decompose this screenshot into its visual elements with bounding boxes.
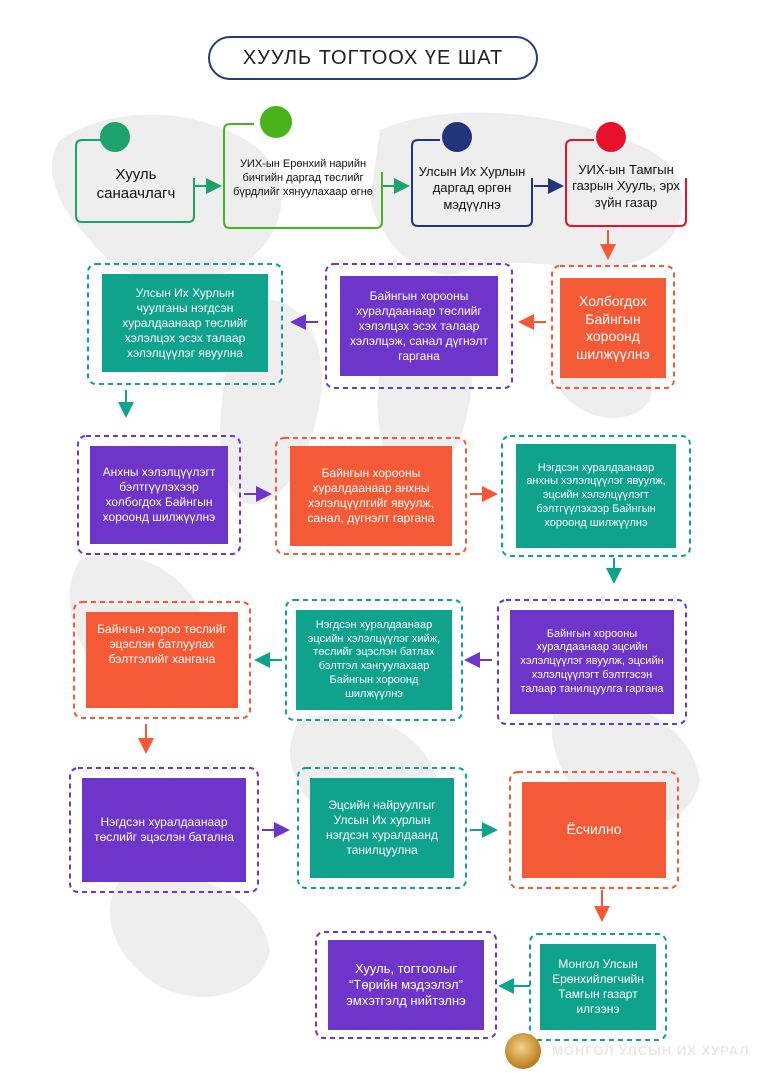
top-step-speaker bbox=[410, 138, 534, 228]
top-step-initiator bbox=[74, 138, 196, 224]
step-ratify-label: Ёсчилно bbox=[522, 782, 666, 878]
step-plenary-final-reading-label: Нэгдсэн хуралдаанаар эцсийн хэлэлцүүлэг … bbox=[296, 610, 452, 710]
step-plenary-discuss-label: Улсын Их Хурлын чуулганы нэгдсэн хуралда… bbox=[102, 274, 268, 372]
step-first-reading-transfer: Анхны хэлэлцүүлэгт бэлтгүүлэхээр холбогд… bbox=[76, 434, 242, 556]
top-step-secretary bbox=[222, 122, 384, 230]
step-ratify: Ёсчилно bbox=[508, 770, 680, 890]
step-first-reading-transfer-label: Анхны хэлэлцүүлэгт бэлтгүүлэхээр холбогд… bbox=[90, 446, 228, 544]
navy-dot bbox=[442, 122, 472, 152]
lime-dot bbox=[260, 106, 292, 138]
step-plenary-approve-label: Нэгдсэн хуралдаанаар төслийг эцэслэн бат… bbox=[82, 778, 246, 882]
top-step-legal bbox=[564, 138, 688, 228]
step-final-wording-label: Эцсийн найруулгыг Улсын Их хурлын нэгдсэ… bbox=[310, 778, 454, 878]
step-committee-prepare-final-label: Байнгын хороо төслийг эцэслэн батлуулах … bbox=[86, 612, 238, 708]
step-final-wording: Эцсийн найруулгыг Улсын Их хурлын нэгдсэ… bbox=[296, 766, 468, 890]
step-send-president-label: Монгол Улсын Ерөнхийлөгчийн Тамгын газар… bbox=[540, 944, 656, 1030]
step-plenary-approve: Нэгдсэн хуралдаанаар төслийг эцэслэн бат… bbox=[68, 766, 260, 894]
page-title: ХУУЛЬ ТОГТООХ ҮЕ ШАТ bbox=[208, 36, 538, 80]
step-committee-discuss: Байнгын хорооны хуралдаанаар төслийг хэл… bbox=[324, 262, 514, 390]
step-transfer-committee-label: Холбогдох Байнгын хороонд шилжүүлнэ bbox=[560, 278, 666, 378]
step-publish: Хууль, тогтоолыг “Төрийн мэдээлэл” эмхэт… bbox=[314, 930, 498, 1040]
top-step-2-label: УИХ-ын Ерөнхий нарийн бичгийн даргад төс… bbox=[233, 158, 373, 198]
step-transfer-committee: Холбогдох Байнгын хороонд шилжүүлнэ bbox=[550, 264, 676, 390]
step-plenary-first-reading-label: Нэгдсэн хуралдаанаар анхны хэлэлцүүлэг я… bbox=[516, 444, 676, 548]
step-committee-first-reading: Байнгын хорооны хуралдаанаар анхны хэлэл… bbox=[274, 436, 468, 556]
step-publish-label: Хууль, тогтоолыг “Төрийн мэдээлэл” эмхэт… bbox=[328, 940, 484, 1030]
parliament-emblem-icon bbox=[505, 1033, 541, 1069]
step-plenary-first-reading: Нэгдсэн хуралдаанаар анхны хэлэлцүүлэг я… bbox=[500, 434, 692, 558]
step-committee-final-reading-label: Байнгын хорооны хуралдаанаар эцсийн хэлэ… bbox=[510, 610, 674, 714]
step-send-president: Монгол Улсын Ерөнхийлөгчийн Тамгын газар… bbox=[528, 932, 668, 1042]
footer-title: МОНГОЛ УЛСЫН ИХ ХУРАЛ bbox=[552, 1043, 750, 1058]
top-step-4-label: УИХ-ын Тамгын газрын Хууль, эрх зүйн газ… bbox=[572, 162, 680, 210]
step-committee-prepare-final: Байнгын хороо төслийг эцэслэн батлуулах … bbox=[72, 600, 252, 720]
step-plenary-discuss: Улсын Их Хурлын чуулганы нэгдсэн хуралда… bbox=[86, 262, 284, 386]
top-step-3-label: Улсын Их Хурлын даргад өргөн мэдүүлнэ bbox=[418, 164, 526, 212]
green-dot bbox=[100, 122, 130, 152]
step-committee-first-reading-label: Байнгын хорооны хуралдаанаар анхны хэлэл… bbox=[290, 446, 452, 546]
red-dot bbox=[596, 122, 626, 152]
step-plenary-final-reading: Нэгдсэн хуралдаанаар эцсийн хэлэлцүүлэг … bbox=[284, 598, 464, 722]
top-step-1-label: Хууль санаачлагч bbox=[96, 166, 176, 202]
step-committee-discuss-label: Байнгын хорооны хуралдаанаар төслийг хэл… bbox=[340, 276, 498, 376]
step-committee-final-reading: Байнгын хорооны хуралдаанаар эцсийн хэлэ… bbox=[496, 598, 688, 726]
